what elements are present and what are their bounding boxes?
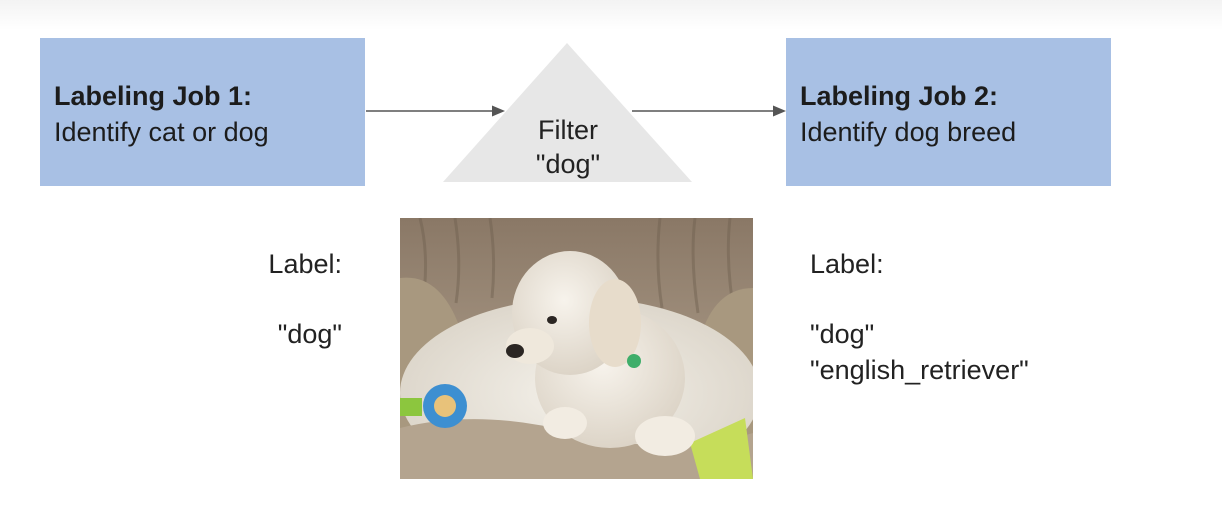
arrow-job1-to-filter-head: [492, 105, 505, 117]
labeling-job-1-title: Labeling Job 1:: [54, 81, 253, 111]
job2-label-value-1: "dog": [810, 319, 875, 349]
labeling-job-2-description: Identify dog breed: [800, 117, 1017, 147]
job1-label-value: "dog": [277, 319, 342, 349]
job1-label-block: Label: "dog": [230, 246, 342, 352]
labeling-job-2-box: Labeling Job 2: Identify dog breed: [786, 38, 1111, 186]
job2-label-heading: Label:: [810, 249, 884, 279]
arrow-filter-to-job2-head: [773, 105, 786, 117]
job1-label-heading: Label:: [268, 249, 342, 279]
labeling-job-1-box: Labeling Job 1: Identify cat or dog: [40, 38, 365, 186]
top-background-band: [0, 0, 1222, 30]
filter-label-line2: "dog": [535, 149, 601, 179]
labeling-job-1-description: Identify cat or dog: [54, 117, 269, 147]
labeling-job-2-title: Labeling Job 2:: [800, 81, 999, 111]
job2-label-block: Label: "dog" "english_retriever": [810, 246, 1029, 388]
job2-label-value-2: "english_retriever": [810, 355, 1029, 385]
filter-triangle: [443, 43, 692, 182]
puppy-photo: [400, 218, 753, 479]
filter-text: Filter "dog": [518, 113, 618, 181]
filter-label-line1: Filter: [538, 115, 598, 145]
